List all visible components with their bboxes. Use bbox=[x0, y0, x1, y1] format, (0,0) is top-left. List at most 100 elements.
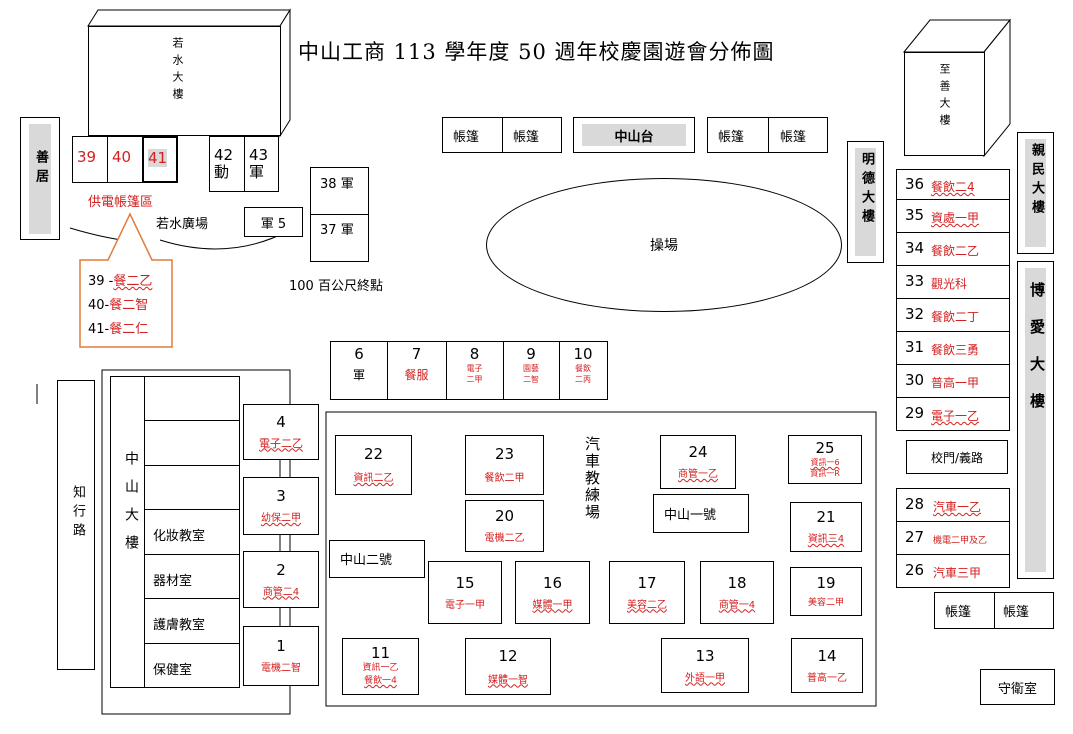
booth-26: 26 汽車三甲 bbox=[896, 554, 1010, 588]
zhishan-building-label: 至善大樓 bbox=[938, 63, 951, 131]
booth-4-class: 電子二乙 bbox=[259, 436, 303, 450]
tent-label: 帳篷 bbox=[780, 130, 807, 145]
booth-9-class-1: 園藝 bbox=[523, 364, 539, 373]
booth-10-number: 10 bbox=[573, 345, 593, 363]
booth-34: 34 餐飲二乙 bbox=[896, 232, 1010, 266]
booth-43-class: 軍 bbox=[249, 163, 265, 181]
booth-10-class-2: 二丙 bbox=[575, 375, 591, 384]
booth-12-class: 媒體一智 bbox=[488, 674, 528, 686]
booth-8-class-1: 電子 bbox=[466, 364, 483, 373]
booth-27: 27 機電二甲及乙 bbox=[896, 521, 1010, 555]
booth-13-number: 13 bbox=[695, 646, 715, 665]
tent-label: 帳篷 bbox=[453, 130, 480, 145]
booth-24-number: 24 bbox=[688, 443, 708, 461]
booth-42: 42 動 bbox=[209, 136, 245, 192]
booth-16: 16 媒體一甲 bbox=[515, 561, 590, 624]
booth-40: 40 bbox=[107, 136, 143, 183]
booth-13-class: 外語一甲 bbox=[685, 672, 725, 684]
booth-38-37-group: 38 軍 37 軍 bbox=[310, 167, 369, 262]
booth-31: 31 餐飲三勇 bbox=[896, 331, 1010, 365]
boai-building: 博愛大樓 bbox=[1017, 261, 1054, 579]
booth-38-37-divider bbox=[311, 214, 368, 215]
booth-strip-6-10: 6 軍 7 餐服 8 電子 二甲 9 園藝 二智 10 餐飲 二丙 bbox=[330, 341, 608, 400]
booth-36: 36 餐飲二4 bbox=[896, 169, 1010, 203]
booth-35-number: 35 bbox=[905, 206, 925, 224]
booth-22-class: 資訊二乙 bbox=[353, 473, 394, 484]
booth-22-number: 22 bbox=[363, 445, 384, 463]
zhixing-road: 知行路 bbox=[57, 380, 95, 670]
booth-25-number: 25 bbox=[815, 439, 835, 457]
booth-6-number: 6 bbox=[354, 345, 364, 363]
booth-36-class: 餐飲二4 bbox=[931, 180, 975, 194]
tent-pair-top-left: 帳篷 帳篷 bbox=[442, 117, 562, 153]
zhongshan-1: 中山一號 bbox=[653, 494, 749, 533]
booth-7: 7 餐服 bbox=[387, 346, 446, 383]
booth-3: 3 幼保二甲 bbox=[243, 477, 319, 535]
booth-6: 6 軍 bbox=[331, 346, 387, 383]
booth-33: 33 觀光科 bbox=[896, 265, 1010, 299]
booth-37-number: 37 bbox=[320, 223, 337, 238]
booth-36-number: 36 bbox=[905, 175, 925, 193]
health-room-label: 保健室 bbox=[153, 663, 193, 678]
booth-31-number: 31 bbox=[905, 338, 925, 356]
booth-3-number: 3 bbox=[276, 487, 286, 505]
tent-label: 帳篷 bbox=[1003, 605, 1030, 620]
ruoshui-building: 若水大樓 bbox=[88, 26, 281, 136]
playground: 操場 bbox=[486, 178, 842, 312]
equipment-room-label: 器材室 bbox=[153, 574, 193, 589]
power-tent-callout: 39 -餐二乙 40-餐二智 41-餐二仁 bbox=[88, 270, 152, 342]
shanju-building: 善居 bbox=[20, 117, 60, 240]
booth-29-class: 電子一乙 bbox=[931, 409, 980, 423]
booth-30: 30 普高一甲 bbox=[896, 364, 1010, 398]
page-title: 中山工商 113 學年度 50 週年校慶園遊會分佈圖 bbox=[298, 40, 775, 64]
booth-17-number: 17 bbox=[637, 573, 657, 592]
booth-30-number: 30 bbox=[905, 371, 925, 389]
booth-3-class: 幼保二甲 bbox=[261, 513, 301, 524]
booth-29-number: 29 bbox=[905, 404, 925, 422]
booth-15-number: 15 bbox=[455, 573, 475, 592]
booth-32: 32 餐飲二丁 bbox=[896, 298, 1010, 332]
booth-15: 15 電子一甲 bbox=[428, 561, 502, 624]
guard-room: 守衛室 bbox=[980, 669, 1055, 705]
booth-9: 9 園藝 二智 bbox=[503, 346, 559, 385]
booth-26-number: 26 bbox=[905, 561, 925, 579]
playground-label: 操場 bbox=[650, 238, 678, 254]
booth-9-number: 9 bbox=[526, 345, 536, 363]
booth-23-class: 餐飲二甲 bbox=[484, 473, 525, 484]
tent-label: 帳篷 bbox=[945, 605, 972, 620]
booth-27-number: 27 bbox=[905, 528, 925, 546]
zhongshan-2-label: 中山二號 bbox=[340, 553, 393, 568]
booth-1: 1 電機二智 bbox=[243, 626, 319, 686]
booth-18-class: 商管一4 bbox=[718, 599, 756, 611]
booth-11-class-1: 資訊一乙 bbox=[362, 663, 399, 673]
qinmin-label: 親民大樓 bbox=[1029, 143, 1044, 219]
booth-11-class-2: 餐飲一4 bbox=[364, 676, 397, 686]
zhongshantai-box: 中山台 bbox=[573, 117, 695, 153]
booth-6-class: 軍 bbox=[352, 368, 365, 382]
booth-14: 14 普高一乙 bbox=[791, 638, 863, 693]
booth-25-class-2: 資訊一R bbox=[810, 469, 840, 478]
boai-label: 博愛大樓 bbox=[1028, 282, 1046, 430]
tent-pair-top-right: 帳篷 帳篷 bbox=[707, 117, 828, 153]
booth-24: 24 商管一乙 bbox=[660, 435, 736, 489]
booth-16-number: 16 bbox=[542, 573, 563, 592]
booth-41: 41 bbox=[142, 136, 178, 183]
booth-11: 11 資訊一乙 餐飲一4 bbox=[342, 638, 419, 695]
zhongshantai-label: 中山台 bbox=[582, 124, 686, 146]
ruoshui-square-label: 若水廣場 bbox=[156, 217, 209, 232]
shanju-grey-bar bbox=[29, 124, 51, 234]
booth-17-class: 美容二乙 bbox=[627, 599, 667, 611]
booth-27-class: 機電二甲及乙 bbox=[933, 536, 988, 546]
booth-33-number: 33 bbox=[905, 272, 925, 290]
callout-item: 41-餐二仁 bbox=[88, 322, 149, 337]
booth-34-class: 餐飲二乙 bbox=[931, 244, 980, 258]
booth-37: 37 軍 bbox=[320, 222, 354, 239]
ruoshui-building-label: 若水大樓 bbox=[171, 37, 184, 105]
booth-42-number: 42 bbox=[214, 146, 234, 164]
booth-21-number: 21 bbox=[816, 508, 836, 526]
booth-15-class: 電子一甲 bbox=[445, 599, 485, 611]
booth-28-number: 28 bbox=[905, 495, 925, 513]
zhongshan-building-label: 中山大樓 bbox=[123, 451, 139, 563]
booth-14-class: 普高一乙 bbox=[807, 672, 847, 684]
makeup-room-label: 化妝教室 bbox=[153, 529, 206, 544]
